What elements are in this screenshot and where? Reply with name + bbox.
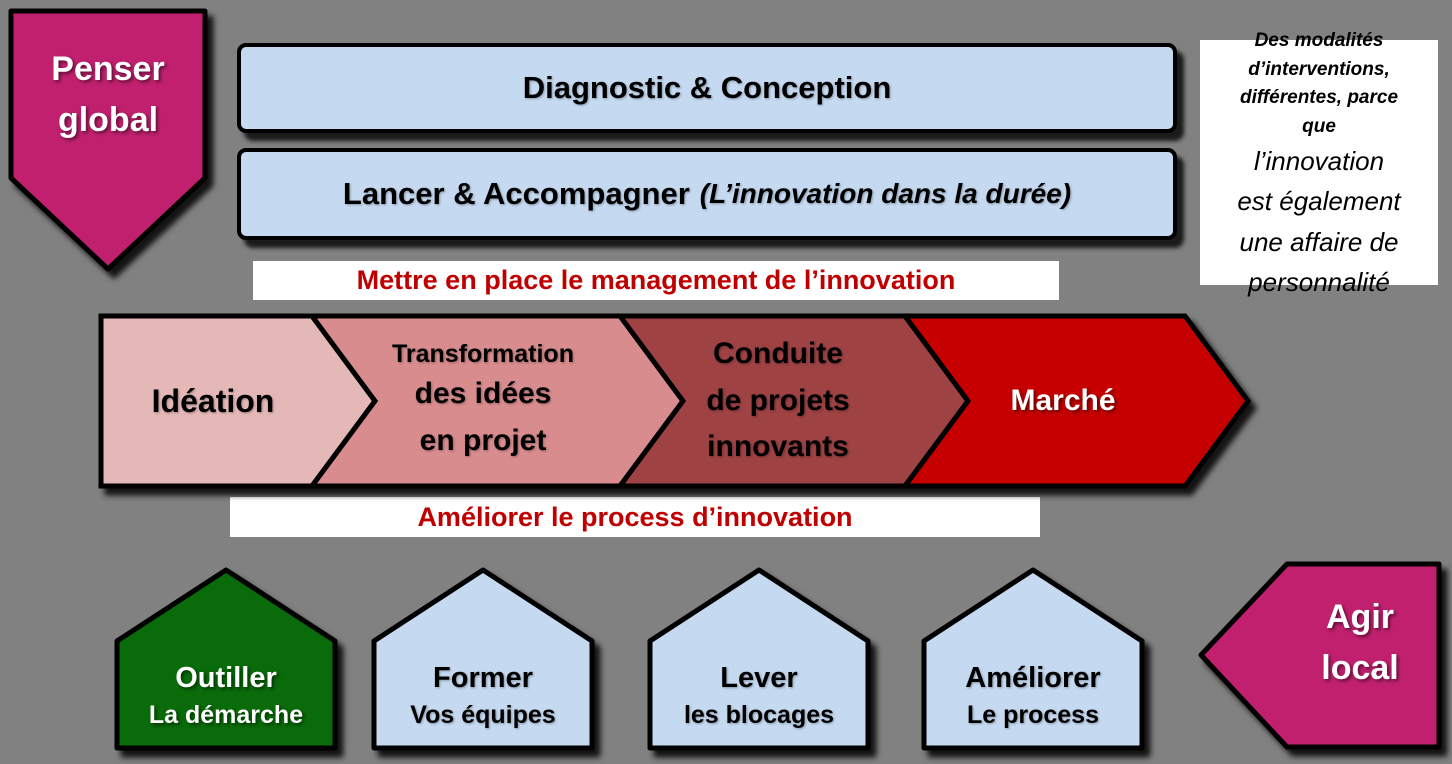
house-shape <box>114 567 338 751</box>
chevron-transformation-label: Transformation des idées en projet <box>343 312 623 490</box>
house-former-polygon <box>371 567 595 751</box>
side-note-large-line: l’innovation <box>1253 146 1385 176</box>
house-lever: Lever les blocages <box>646 565 872 753</box>
house-former: Former Vos équipes <box>370 565 596 753</box>
banner-ameliorer-text: Améliorer le process d’innovation <box>417 501 853 532</box>
agir-local-badge: Agir local <box>1195 560 1445 752</box>
house-shape <box>921 567 1145 751</box>
lancer-accompagner-subtitle: (L’innovation dans la durée) <box>699 178 1072 209</box>
house-former-line2: Vos équipes <box>410 700 556 729</box>
chevron-shapes <box>98 313 1252 489</box>
house-shape <box>371 567 595 751</box>
chevron-conduite-line: de projets <box>706 383 850 417</box>
banner-ameliorer-process: Améliorer le process d’innovation <box>230 497 1040 537</box>
diagnostic-conception-title: Diagnostic & Conception <box>522 70 892 105</box>
pentagon-left-shape <box>1198 561 1442 750</box>
house-ameliorer-label: Améliorer Le process <box>920 565 1146 753</box>
side-note-large-line: une affaire de <box>1239 226 1399 257</box>
house-ameliorer-line2: Le process <box>966 700 1099 729</box>
house-ameliorer-line1: Améliorer <box>965 661 1101 694</box>
chevron-marche-label: Marché <box>943 312 1183 490</box>
agir-local-label: Agir local <box>1275 560 1445 752</box>
chevron-transformation-line: Transformation <box>392 339 574 368</box>
house-outiller-line2: La démarche <box>148 700 304 729</box>
penser-global-polygon <box>8 8 208 272</box>
lancer-accompagner-title: Lancer & Accompagner <box>342 176 690 211</box>
chevron-marche-line: Marché <box>1010 383 1116 417</box>
house-lever-polygon <box>647 567 871 751</box>
side-note-text: Des modalités d’interventions, différent… <box>1184 27 1452 302</box>
house-lever-line1: Lever <box>720 661 798 694</box>
side-note-small-line: que <box>1302 115 1336 137</box>
house-shape <box>647 567 871 751</box>
penser-global-line2: global <box>57 101 159 139</box>
chevron-transformation-line: en projet <box>419 423 547 457</box>
diagnostic-conception-bar: Diagnostic & Conception <box>237 43 1177 133</box>
side-note-box: Des modalités d’interventions, différent… <box>1200 30 1438 297</box>
house-outiller-label: Outiller La démarche <box>113 565 339 753</box>
banner-management-text: Mettre en place le management de l’innov… <box>356 265 956 295</box>
house-former-line1: Former <box>433 661 533 694</box>
lancer-accompagner-bar: Lancer & Accompagner (L’innovation dans … <box>237 148 1177 240</box>
penser-global-label: Penser global <box>8 8 208 273</box>
chevron-conduite-line: innovants <box>707 430 849 464</box>
house-lever-label: Lever les blocages <box>646 565 872 753</box>
house-outiller-polygon <box>114 567 338 751</box>
house-ameliorer-polygon <box>921 567 1145 751</box>
agir-local-polygon <box>1198 561 1442 750</box>
chevron-conduite-line: Conduite <box>713 337 843 371</box>
house-lever-line2: les blocages <box>683 700 835 729</box>
chevron-ideation-label: Idéation <box>98 312 328 490</box>
agir-local-line2: local <box>1321 649 1399 687</box>
banner-management-innovation: Mettre en place le management de l’innov… <box>253 261 1059 300</box>
side-note-small-line: d’interventions, <box>1248 58 1390 80</box>
agir-local-line1: Agir <box>1326 598 1394 636</box>
chevron-ideation-line: Idéation <box>151 382 275 419</box>
side-note-large-line: personnalité <box>1248 266 1390 297</box>
chevron-conduite-label: Conduite de projets innovants <box>643 312 913 490</box>
chevron-transformation-line: des idées <box>414 377 552 411</box>
chevron-marche-polygon <box>900 313 1252 489</box>
house-outiller-line1: Outiller <box>175 661 277 694</box>
house-ameliorer: Améliorer Le process <box>920 565 1146 753</box>
pentagon-down-shape <box>8 8 208 272</box>
side-note-large-line: est également <box>1237 186 1401 217</box>
house-outiller: Outiller La démarche <box>113 565 339 753</box>
side-note-small-line: Des modalités <box>1254 30 1384 51</box>
side-note-small-line: différentes, parce <box>1239 87 1399 108</box>
house-former-label: Former Vos équipes <box>370 565 596 753</box>
penser-global-badge: Penser global <box>8 8 208 273</box>
process-chevron-band: Idéation Transformation des idées en pro… <box>98 312 1258 490</box>
penser-global-line1: Penser <box>51 50 165 88</box>
